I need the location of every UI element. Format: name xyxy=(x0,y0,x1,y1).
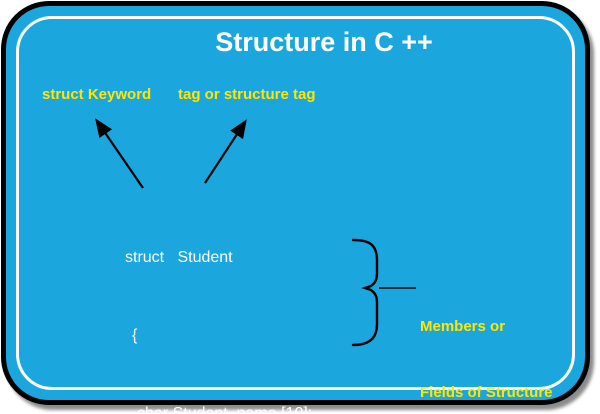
inner-border-line xyxy=(16,16,575,390)
label-members-line1: Members or xyxy=(420,318,506,335)
page-title: Structure in C ++ xyxy=(215,27,433,57)
label-members-fields: Members or Fields of Structure xyxy=(420,272,553,414)
code-line-open-brace: { xyxy=(132,327,138,344)
code-line-struct-student: struct Student xyxy=(125,249,233,266)
label-struct-keyword: struct Keyword xyxy=(42,86,152,103)
rounded-panel xyxy=(1,1,590,405)
label-tag-or-structure-tag: tag or structure tag xyxy=(178,86,316,103)
code-line-char-member: char Student_name [10]; xyxy=(137,405,313,414)
code-block: struct Student { char Student_name [10];… xyxy=(125,193,312,414)
label-members-line2: Fields of Structure xyxy=(420,384,553,401)
